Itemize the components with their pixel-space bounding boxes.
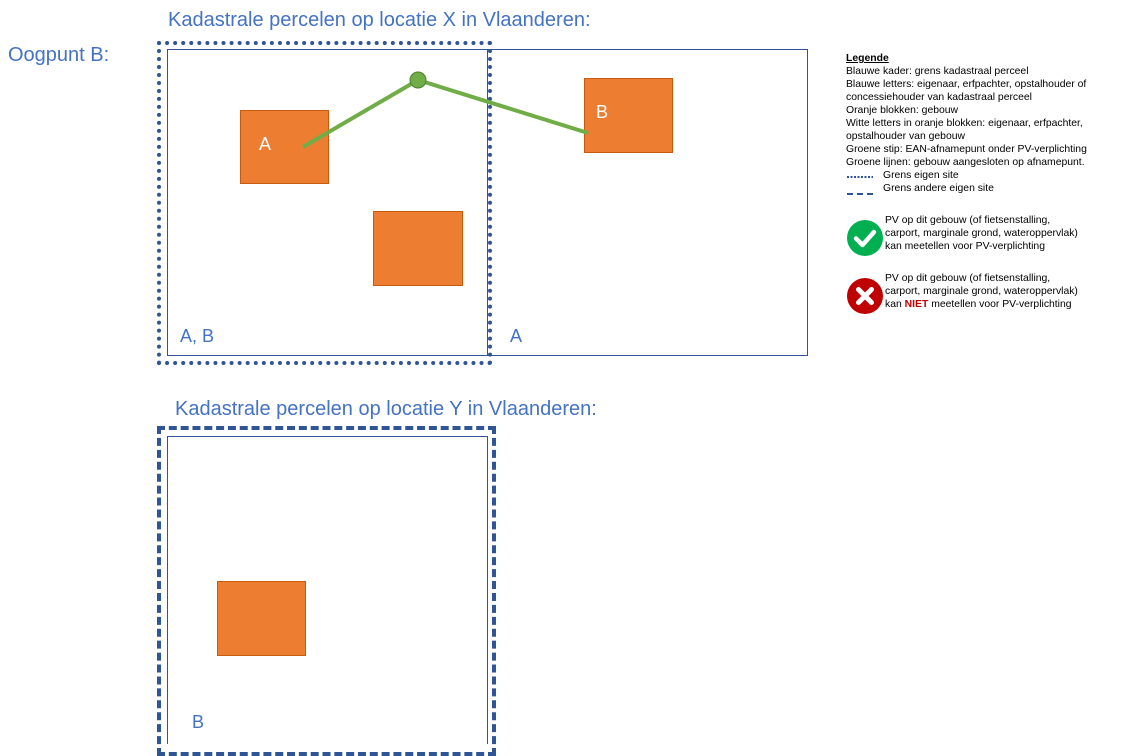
connection-line-a bbox=[301, 78, 420, 149]
own-site-border-x bbox=[157, 41, 492, 365]
connection-line-b bbox=[417, 78, 589, 135]
legend-niet-emphasis: NIET bbox=[904, 299, 929, 310]
legend-not-counts-suffix: meetellen voor PV-verplichting bbox=[928, 299, 1072, 310]
viewpoint-label: Oogpunt B: bbox=[8, 44, 110, 66]
legend: Legende Blauwe kader: grens kadastraal p… bbox=[846, 52, 1136, 320]
parcel-y bbox=[167, 436, 488, 744]
legend-title: Legende bbox=[846, 53, 889, 64]
legend-own-site-label: Grens eigen site bbox=[883, 170, 959, 181]
dotted-line-icon bbox=[847, 176, 873, 178]
parcel-x-left-owner: A, B bbox=[180, 326, 215, 346]
building-y bbox=[217, 581, 306, 656]
location-y-heading: Kadastrale percelen op locatie Y in Vlaa… bbox=[175, 398, 597, 420]
legend-counts-line-2: carport, marginale grond, wateroppervlak… bbox=[885, 228, 1078, 239]
legend-line-6: opstalhouder van gebouw bbox=[846, 131, 966, 142]
legend-line-8: Groene lijnen: gebouw aangesloten op afn… bbox=[846, 157, 1085, 168]
building-unlabeled bbox=[373, 211, 463, 286]
dashed-line-icon bbox=[847, 193, 873, 195]
legend-line-3: concessiehouder van kadastraal perceel bbox=[846, 92, 1032, 103]
legend-counts-row: PV op dit gebouw (of fietsenstalling, ca… bbox=[846, 214, 1136, 262]
legend-not-counts-row: PV op dit gebouw (of fietsenstalling, ca… bbox=[846, 272, 1136, 320]
legend-line-5: Witte letters in oranje blokken: eigenaa… bbox=[846, 118, 1083, 129]
building-b: B bbox=[584, 78, 673, 153]
legend-line-7: Groene stip: EAN-afnamepunt onder PV-ver… bbox=[846, 144, 1087, 155]
building-a: A bbox=[240, 110, 329, 184]
location-x-heading: Kadastrale percelen op locatie X in Vlaa… bbox=[168, 9, 591, 31]
legend-line-2: Blauwe letters: eigenaar, erfpachter, op… bbox=[846, 79, 1087, 90]
legend-counts-line-1: PV op dit gebouw (of fietsenstalling, bbox=[885, 215, 1051, 226]
building-a-label: A bbox=[259, 134, 272, 154]
legend-counts-line-3: kan meetellen voor PV-verplichting bbox=[885, 241, 1045, 252]
check-circle-icon bbox=[847, 220, 883, 256]
parcel-y-owner: B bbox=[192, 712, 205, 732]
legend-not-counts-line-2: carport, marginale grond, wateroppervlak… bbox=[885, 286, 1078, 297]
legend-line-4: Oranje blokken: gebouw bbox=[846, 105, 959, 116]
legend-other-site-label: Grens andere eigen site bbox=[883, 183, 994, 194]
legend-other-site-row: Grens andere eigen site bbox=[846, 183, 1136, 198]
legend-line-1: Blauwe kader: grens kadastraal perceel bbox=[846, 66, 1029, 77]
cross-circle-icon bbox=[847, 278, 883, 314]
ean-point-dot bbox=[409, 71, 427, 89]
other-site-border-y bbox=[157, 426, 496, 756]
legend-not-counts-prefix: kan bbox=[885, 299, 905, 310]
building-b-label: B bbox=[596, 102, 609, 122]
parcel-x-left bbox=[167, 49, 488, 356]
legend-not-counts-line-1: PV op dit gebouw (of fietsenstalling, bbox=[885, 273, 1051, 284]
parcel-x-right-owner: A bbox=[510, 326, 523, 346]
legend-not-counts-line-3: kan NIET meetellen voor PV-verplichting bbox=[885, 298, 1078, 311]
legend-own-site-row: Grens eigen site bbox=[846, 169, 1136, 182]
